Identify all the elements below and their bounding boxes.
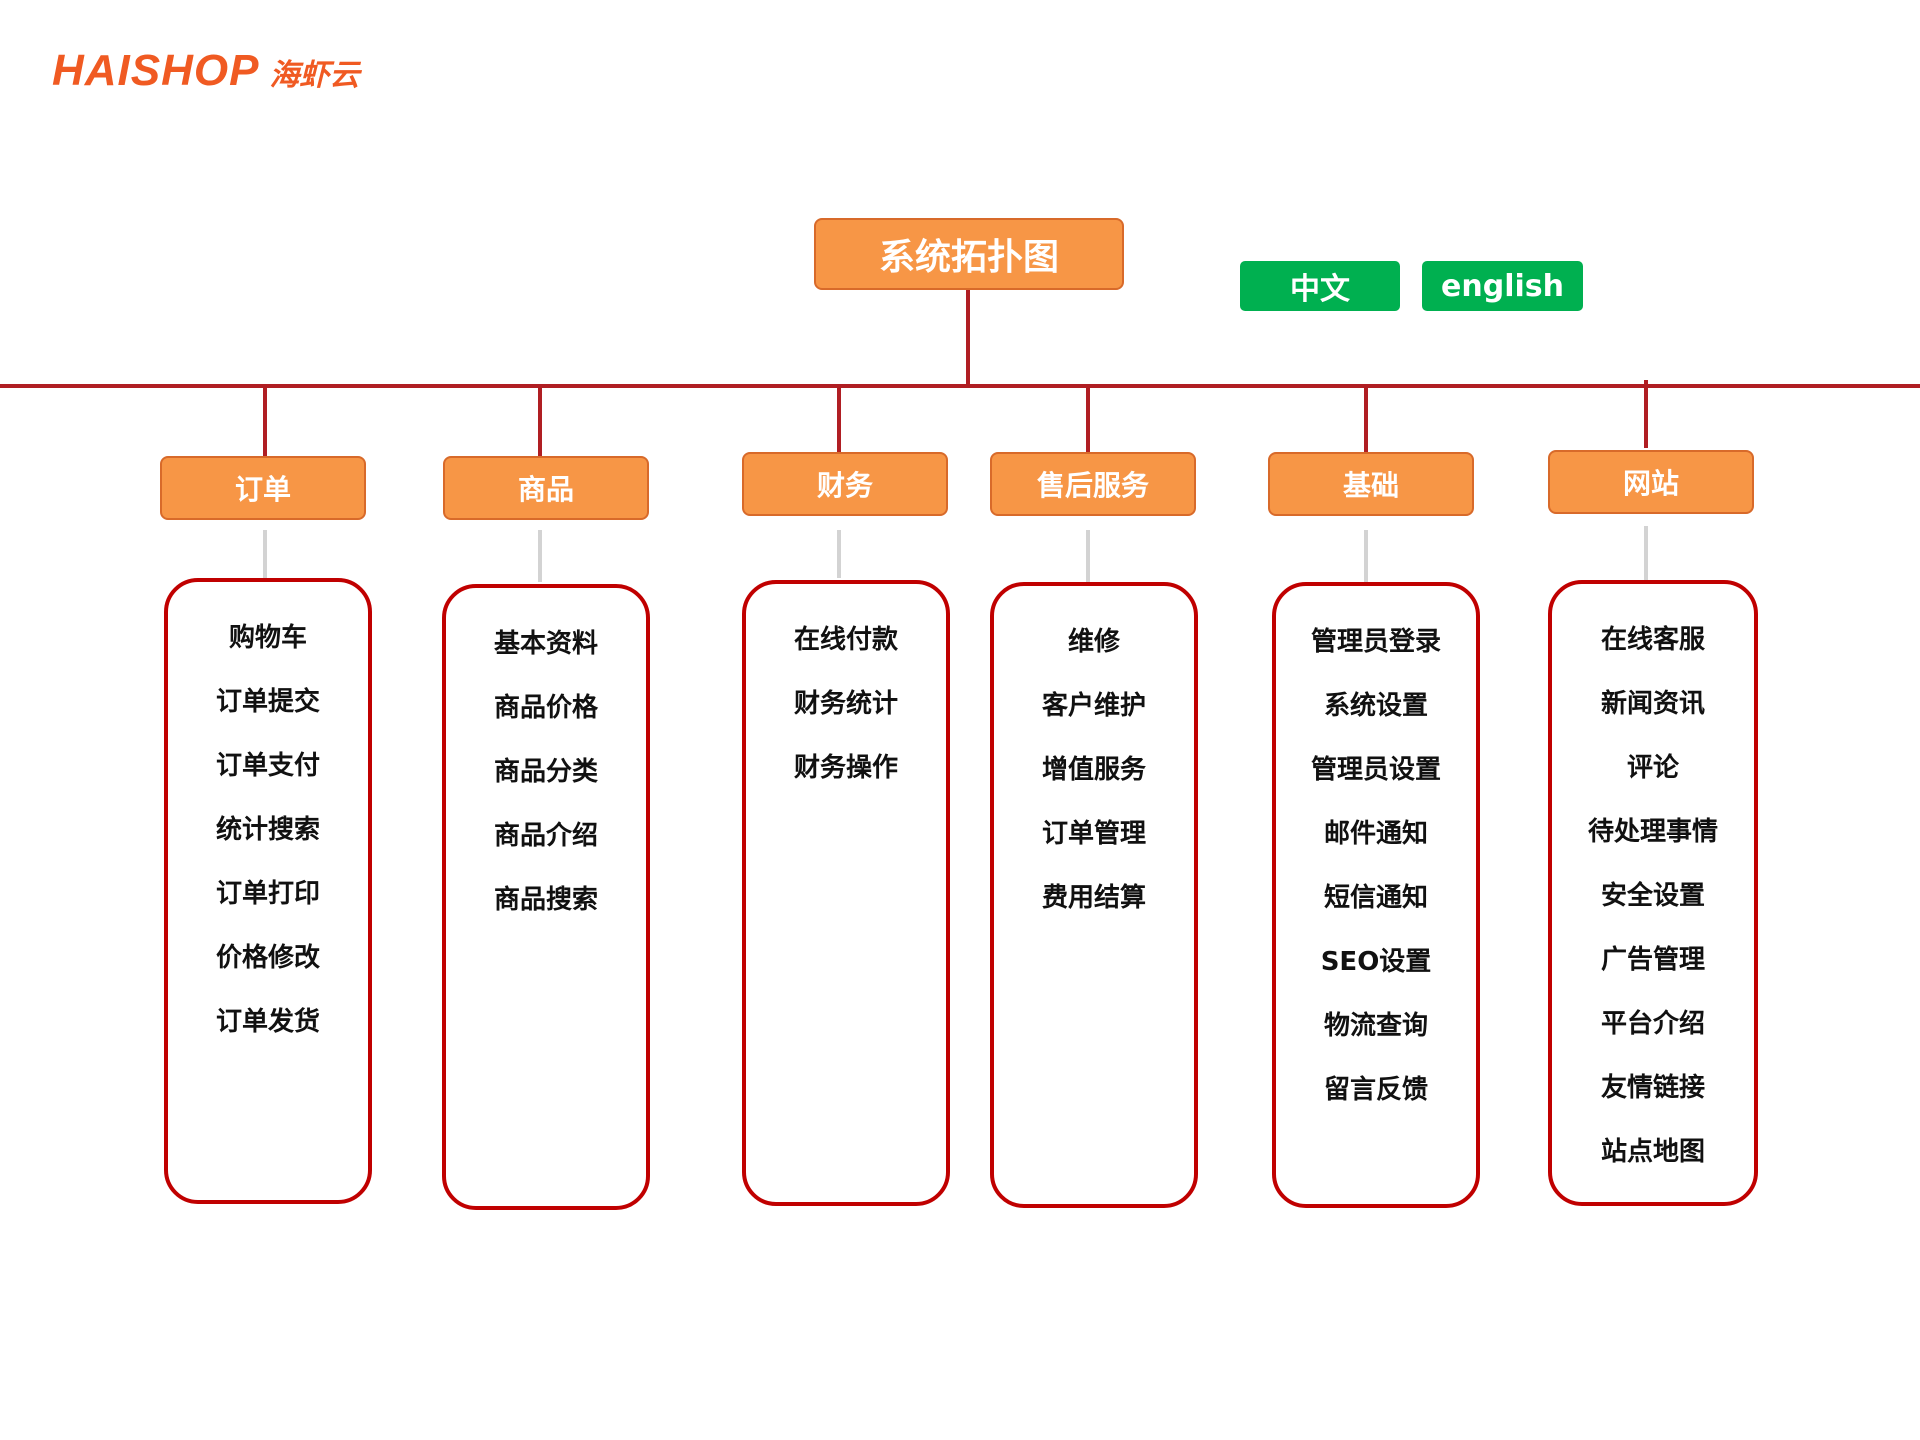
column-2-panel-connector [837,530,841,578]
list-item: 在线付款 [793,625,898,655]
lang-english-button[interactable]: english [1422,261,1583,311]
list-item: 客户维护 [1041,691,1146,721]
column-3-panel: 维修客户维护增值服务订单管理费用结算 [990,582,1198,1208]
list-item: 待处理事情 [1587,817,1718,847]
list-item: 财务统计 [793,689,898,719]
column-2-panel: 在线付款财务统计财务操作 [742,580,950,1206]
column-1-connector [538,388,542,466]
list-item: 增值服务 [1041,755,1146,785]
column-4-panel-connector [1364,530,1368,582]
list-item: 在线客服 [1600,625,1705,655]
column-5-panel: 在线客服新闻资讯评论待处理事情安全设置广告管理平台介绍友情链接站点地图 [1548,580,1758,1206]
list-item: 费用结算 [1041,883,1146,913]
column-2-header: 财务 [742,452,948,516]
list-item: 邮件通知 [1323,819,1428,849]
column-3-header: 售后服务 [990,452,1196,516]
column-0-panel-connector [263,530,267,578]
column-2-connector [837,388,841,452]
column-0-header: 订单 [160,456,366,520]
list-item: 平台介绍 [1600,1009,1705,1039]
column-5-header: 网站 [1548,450,1754,514]
list-item: 站点地图 [1600,1137,1705,1167]
list-item: 订单支付 [215,751,320,781]
logo-brand-cn: 海虾云 [269,58,360,93]
list-item: 评论 [1626,753,1679,783]
list-item: 商品搜索 [493,885,598,915]
root-connector [966,290,970,386]
list-item: 管理员设置 [1310,755,1441,785]
list-item: 维修 [1067,627,1120,657]
haishop-logo: HAISHOP 海虾云 [52,46,359,96]
column-5-connector [1644,380,1648,448]
column-0-connector [263,388,267,466]
root-node-box: 系统拓扑图 [814,218,1124,290]
list-item: 订单发货 [215,1007,320,1037]
list-item: 财务操作 [793,753,898,783]
list-item: 物流查询 [1323,1011,1428,1041]
list-item: 新闻资讯 [1600,689,1705,719]
list-item: 基本资料 [493,629,598,659]
list-item: 广告管理 [1600,945,1705,975]
list-item: 留言反馈 [1323,1075,1428,1105]
lang-chinese-button[interactable]: 中文 [1240,261,1400,311]
column-0-panel: 购物车订单提交订单支付统计搜索订单打印价格修改订单发货 [164,578,372,1204]
column-1-header: 商品 [443,456,649,520]
list-item: 价格修改 [215,943,320,973]
column-1-panel-connector [538,530,542,582]
list-item: SEO设置 [1320,947,1432,977]
list-item: 商品价格 [493,693,598,723]
logo-brand-en: HAISHOP [52,46,260,95]
list-item: 订单打印 [215,879,320,909]
column-1-panel: 基本资料商品价格商品分类商品介绍商品搜索 [442,584,650,1210]
list-item: 订单提交 [215,687,320,717]
list-item: 系统设置 [1323,691,1428,721]
column-4-connector [1364,388,1368,452]
list-item: 商品分类 [493,757,598,787]
list-item: 短信通知 [1323,883,1428,913]
list-item: 商品介绍 [493,821,598,851]
main-horizontal-line [0,384,1920,388]
column-4-panel: 管理员登录系统设置管理员设置邮件通知短信通知 SEO设置物流查询留言反馈 [1272,582,1480,1208]
list-item: 安全设置 [1600,881,1705,911]
column-3-panel-connector [1086,530,1090,582]
column-5-panel-connector [1644,526,1648,580]
list-item: 管理员登录 [1310,627,1441,657]
list-item: 订单管理 [1041,819,1146,849]
column-4-header: 基础 [1268,452,1474,516]
list-item: 购物车 [228,623,307,653]
list-item: 统计搜索 [215,815,320,845]
column-3-connector [1086,388,1090,452]
list-item: 友情链接 [1600,1073,1705,1103]
